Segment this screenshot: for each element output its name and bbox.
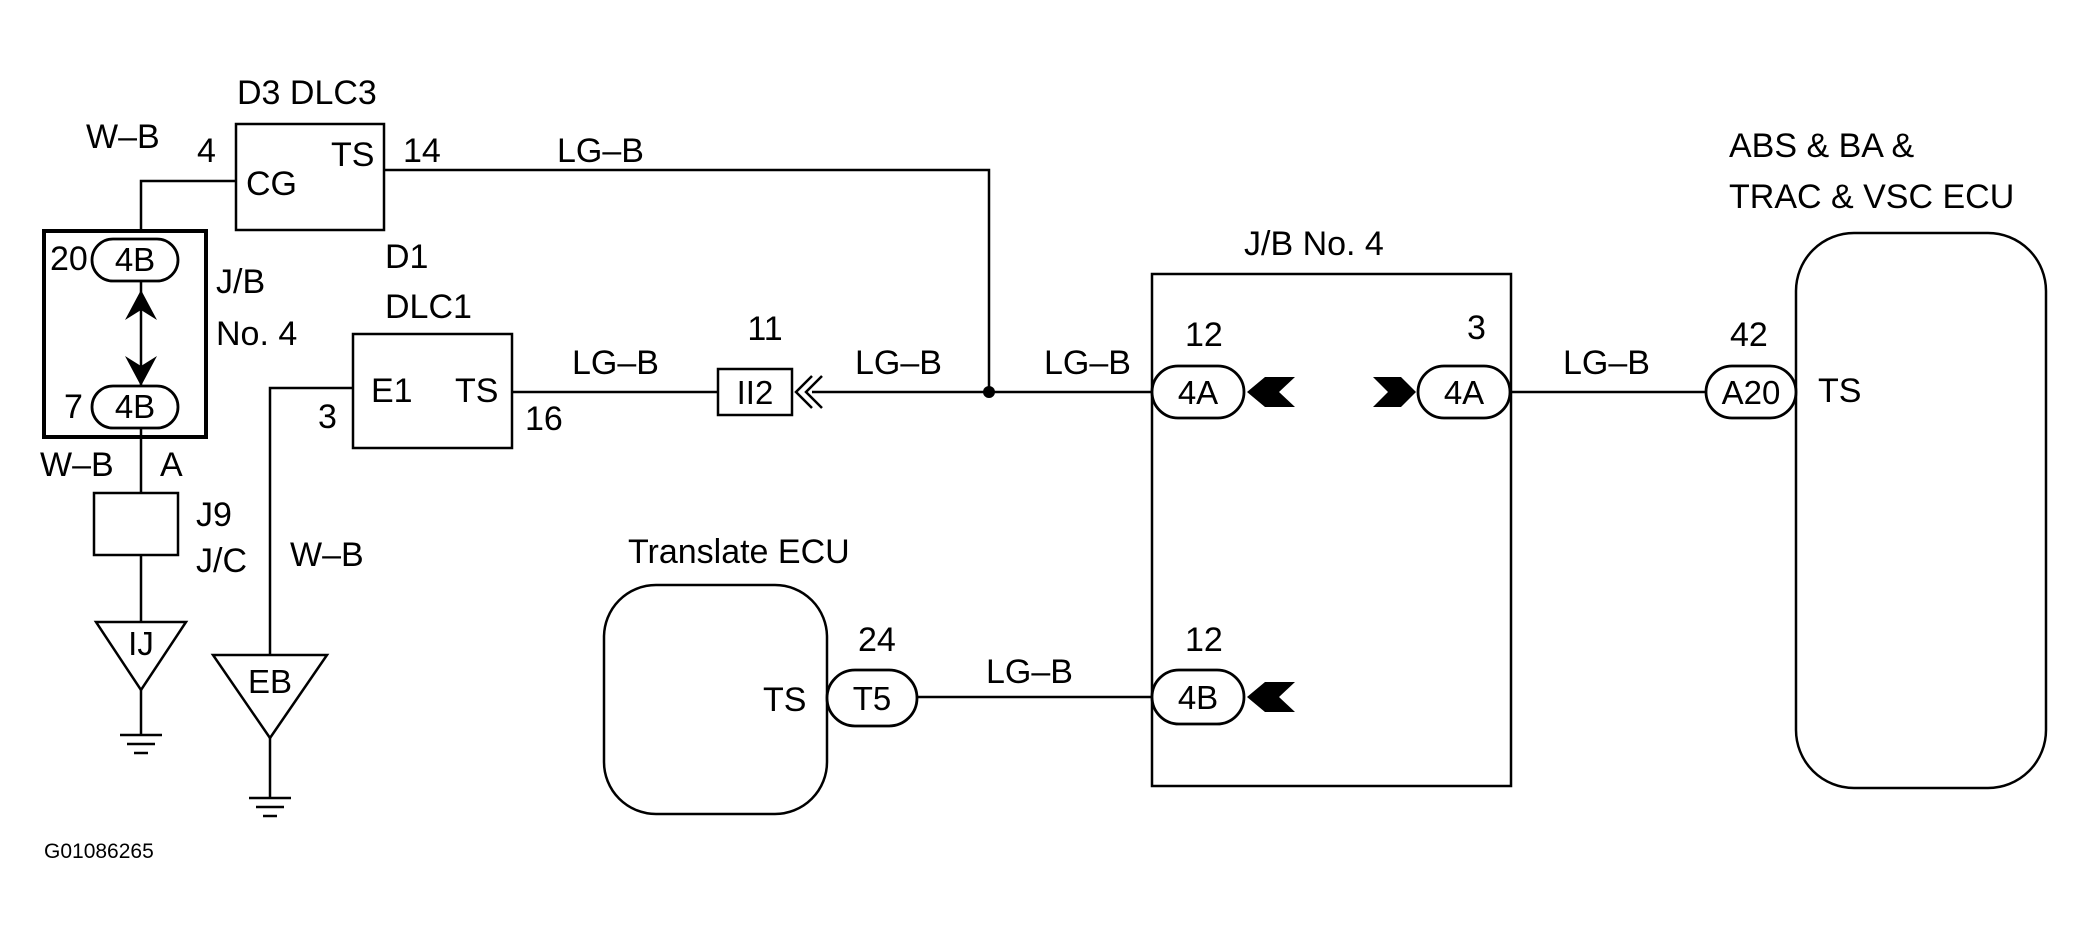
- jb-right-pin-3: 3: [1467, 309, 1486, 347]
- jc-box: [92, 491, 180, 557]
- jc-label-1: J9: [196, 496, 232, 534]
- abs-ecu: ABS & BA & TRAC & VSC ECU 42 A20 TS: [1704, 127, 2048, 790]
- dlc1-pin-e1: E1: [371, 372, 413, 410]
- splice-dot: [983, 386, 995, 398]
- wire-label-lgb-ii2: LG–B: [855, 344, 942, 382]
- wire-label-lgb-jb-in: LG–B: [1044, 344, 1131, 382]
- dlc1-title-1: D1: [385, 238, 428, 276]
- wire-label-lgb-dlc1: LG–B: [572, 344, 659, 382]
- jb-left-label-1: J/B: [216, 263, 265, 301]
- jb-right-arrow-right-top: [1373, 377, 1416, 407]
- ii2-male-symbol: [794, 375, 823, 409]
- ground-ij-triangle: [93, 620, 189, 693]
- abs-ecu-pin-42: 42: [1730, 316, 1768, 354]
- jb-right: J/B No. 4 12 4A 3 4A 12 4B: [1150, 225, 1513, 788]
- jc-pin-a: A: [160, 446, 183, 484]
- translate-ecu-pin-24: 24: [858, 621, 896, 659]
- dlc3-pin-cg: CG: [246, 165, 297, 203]
- jb-right-conn-4a-right-label: 4A: [1444, 374, 1484, 411]
- jb-right-frame: [1150, 272, 1513, 788]
- ii2-label: II2: [737, 374, 774, 411]
- wire-wb-dlc3-cg: [139, 179, 236, 232]
- jb-right-conn-4a-left: [1150, 364, 1246, 420]
- jc-label-2: J/C: [196, 542, 247, 580]
- dlc1-pin-num-16: 16: [525, 400, 563, 438]
- jb-left-bottom-conn: [90, 384, 180, 430]
- ii2-box: [716, 367, 794, 417]
- dlc3-pin-num-14: 14: [403, 132, 441, 170]
- ground-eb-label: EB: [248, 663, 292, 700]
- diagram-id: G01086265: [44, 840, 154, 863]
- dlc3-title: D3 DLC3: [237, 74, 377, 112]
- ii2-pin-11: 11: [747, 310, 782, 348]
- ground-eb-triangle: [210, 653, 330, 741]
- jb-right-pin-12-top: 12: [1185, 316, 1223, 354]
- jb-left-label-2: No. 4: [216, 315, 297, 353]
- jb-right-conn-4a-left-label: 4A: [1178, 374, 1218, 411]
- jb-left-frame: [42, 229, 208, 439]
- jb-left-top-conn-label: 4B: [115, 241, 155, 278]
- jb-left-top-pin: 20: [50, 240, 88, 278]
- translate-ecu: Translate ECU TS 24 T5: [602, 533, 919, 816]
- dlc3-pin-ts: TS: [331, 136, 374, 174]
- abs-ecu-title-2: TRAC & VSC ECU: [1729, 178, 2014, 216]
- wire-label-wb-eb: W–B: [290, 536, 364, 574]
- dlc1-title-2: DLC1: [385, 288, 472, 326]
- junction-connector-j9: J9 J/C: [92, 491, 247, 580]
- jb-right-arrow-bottom: [1247, 682, 1295, 712]
- dlc1-connector: D1 DLC1 E1 TS 3 16: [318, 238, 563, 450]
- abs-ecu-terminal-ts: TS: [1818, 372, 1861, 410]
- jb-right-conn-4b-label: 4B: [1178, 679, 1218, 716]
- translate-ecu-conn-t5-label: T5: [853, 680, 892, 717]
- dlc1-pin-ts: TS: [455, 372, 498, 410]
- jb-left: 4B 20 4B 7 J/B No. 4: [42, 229, 297, 439]
- translate-ecu-terminal-ts: TS: [763, 681, 806, 719]
- jb-right-title: J/B No. 4: [1244, 225, 1384, 263]
- dlc3-connector: D3 DLC3 CG TS 4 14: [197, 74, 441, 232]
- jb-left-arrow-up: [125, 290, 157, 320]
- abs-ecu-conn-a20-label: A20: [1722, 374, 1781, 411]
- abs-ecu-conn-a20: [1704, 364, 1798, 420]
- abs-ecu-body: [1794, 231, 2048, 790]
- jb-right-pin-12-bottom: 12: [1185, 621, 1223, 659]
- translate-ecu-conn-t5: [825, 668, 919, 728]
- jb-right-conn-4a-right: [1416, 364, 1512, 420]
- ground-eb: EB: [210, 653, 330, 818]
- jb-left-top-conn: [90, 237, 180, 283]
- dlc1-pin-num-3: 3: [318, 398, 337, 436]
- wire-label-wb-mid: W–B: [40, 446, 114, 484]
- translate-ecu-title: Translate ECU: [628, 533, 850, 571]
- ground-ij: IJ: [93, 620, 189, 755]
- abs-ecu-title-1: ABS & BA &: [1729, 127, 1915, 165]
- jb-right-conn-4b: [1150, 668, 1246, 726]
- wire-label-lgb-dlc3: LG–B: [557, 132, 644, 170]
- jb-left-arrow-down: [125, 356, 157, 386]
- inline-connector-ii2: 11 II2: [716, 310, 823, 417]
- dlc3-box: [234, 122, 386, 232]
- wire-lgb-dlc3-ts: [385, 168, 991, 392]
- wire-label-lgb-abs: LG–B: [1563, 344, 1650, 382]
- wire-label-wb-top: W–B: [86, 118, 160, 156]
- wire-wb-dlc1-e1: [268, 386, 353, 655]
- wire-label-lgb-translate: LG–B: [986, 653, 1073, 691]
- ground-ij-label: IJ: [128, 625, 154, 662]
- jb-left-bottom-conn-label: 4B: [115, 388, 155, 425]
- jb-right-arrow-left-top: [1247, 377, 1295, 407]
- dlc3-pin-num-4: 4: [197, 132, 216, 170]
- dlc1-box: [351, 332, 514, 450]
- jb-left-bottom-pin: 7: [64, 388, 83, 426]
